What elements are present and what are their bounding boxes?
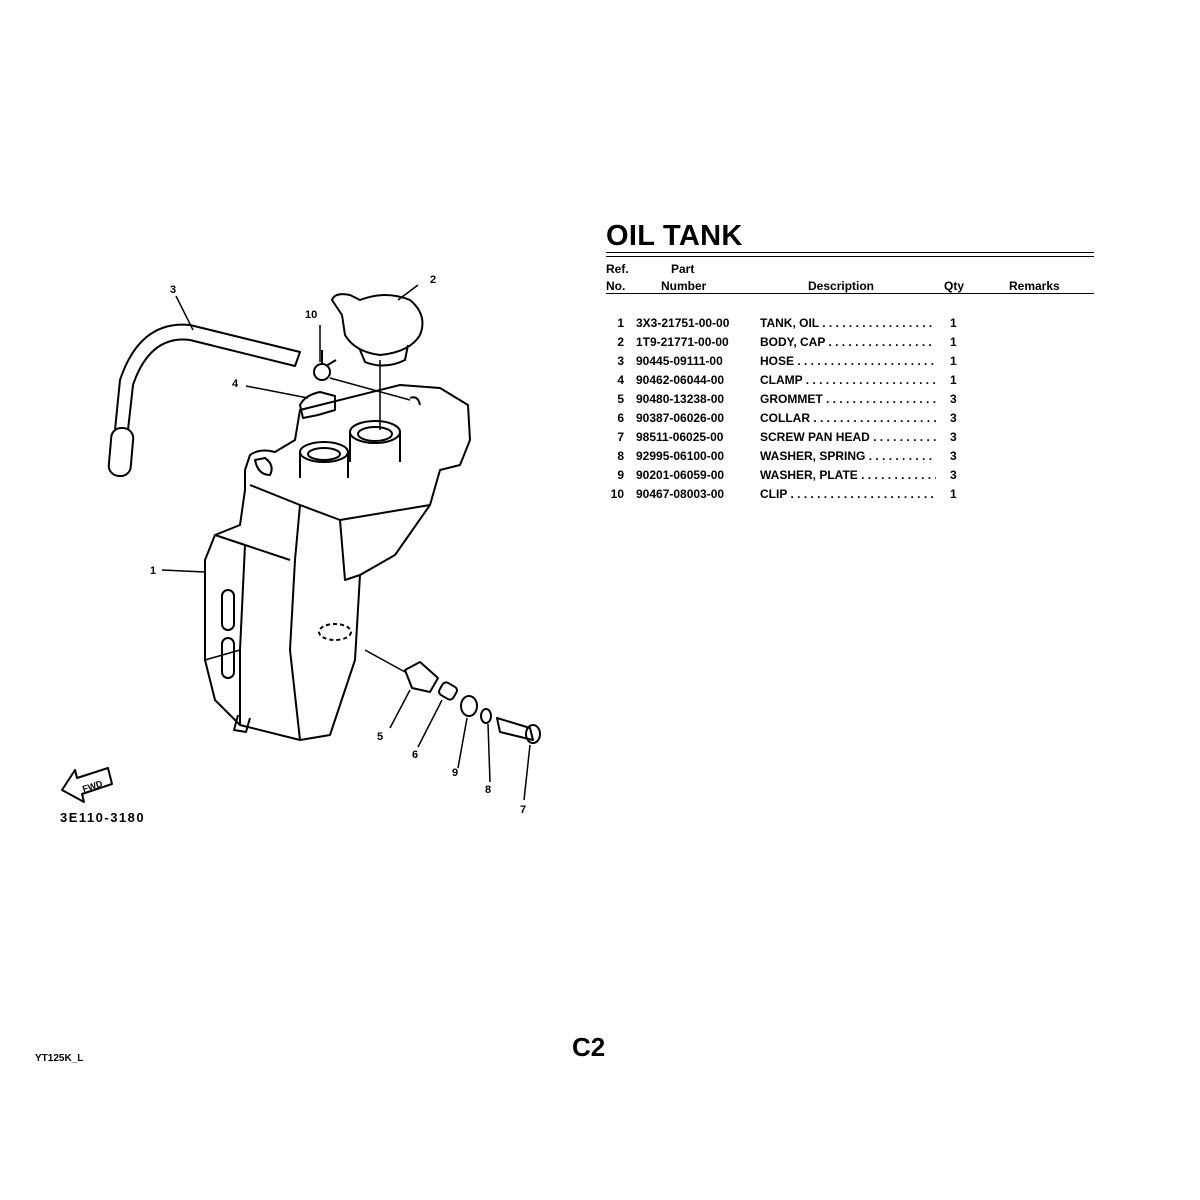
oil-tank-body xyxy=(204,384,471,741)
callout-8: 8 xyxy=(485,784,491,796)
table-row: 8 92995-06100-00 WASHER, SPRING 3 xyxy=(606,449,1094,468)
table-row: 1 3X3-21751-00-00 TANK, OIL 1 xyxy=(606,316,1094,335)
table-row: 6 90387-06026-00 COLLAR 3 xyxy=(606,411,1094,430)
ref-cell: 5 xyxy=(617,392,624,406)
cap-body xyxy=(331,293,424,356)
ref-cell: 7 xyxy=(617,430,624,444)
header-qty: Qty xyxy=(944,279,965,293)
qty-cell: 3 xyxy=(950,392,957,406)
part-number-cell: 90387-06026-00 xyxy=(636,411,725,425)
clip xyxy=(313,363,331,381)
clamp xyxy=(299,391,336,419)
header-ref-line1: Ref. xyxy=(606,262,629,276)
title-double-rule xyxy=(606,252,1094,257)
ref-cell: 10 xyxy=(610,487,624,501)
description-cell: WASHER, PLATE xyxy=(760,468,936,482)
header-rule xyxy=(606,293,1094,294)
oil-tank-exploded-diagram: 1 2 3 4 5 6 7 8 9 10 FWD 3E110-3180 xyxy=(60,274,541,825)
ref-cell: 1 xyxy=(617,316,624,330)
qty-cell: 1 xyxy=(950,373,957,387)
description-cell: SCREW PAN HEAD xyxy=(760,430,936,444)
part-number-cell: 90445-09111-00 xyxy=(636,354,723,368)
description-cell: WASHER, SPRING xyxy=(760,449,936,463)
ref-cell: 6 xyxy=(617,411,624,425)
callout-6: 6 xyxy=(412,749,418,761)
description-cell: BODY, CAP xyxy=(760,335,936,349)
ref-cell: 3 xyxy=(617,354,624,368)
ref-cell: 4 xyxy=(617,373,624,387)
qty-cell: 1 xyxy=(950,487,957,501)
hose xyxy=(114,323,301,431)
qty-cell: 1 xyxy=(950,335,957,349)
part-number-cell: 1T9-21771-00-00 xyxy=(636,335,729,349)
header-remarks: Remarks xyxy=(1009,279,1060,293)
part-number-cell: 98511-06025-00 xyxy=(636,430,724,444)
spring-washer xyxy=(480,708,492,724)
header-part-line1: Part xyxy=(671,262,695,276)
header-description: Description xyxy=(808,279,875,293)
ref-cell: 9 xyxy=(617,468,624,482)
pan-head-screw xyxy=(496,717,534,741)
qty-cell: 3 xyxy=(950,449,957,463)
part-number-cell: 90467-08003-00 xyxy=(636,487,725,501)
table-row: 4 90462-06044-00 CLAMP 1 xyxy=(606,373,1094,392)
qty-cell: 3 xyxy=(950,430,957,444)
model-code: YT125K_L xyxy=(35,1053,84,1064)
callout-5: 5 xyxy=(377,731,383,743)
callout-2: 2 xyxy=(430,274,436,286)
header-ref-line2: No. xyxy=(606,279,626,293)
callout-3: 3 xyxy=(170,284,176,296)
description-cell: CLAMP xyxy=(760,373,936,387)
fwd-label: FWD xyxy=(81,778,104,794)
table-row: 9 90201-06059-00 WASHER, PLATE 3 xyxy=(606,468,1094,487)
ref-cell: 8 xyxy=(617,449,624,463)
qty-cell: 1 xyxy=(950,354,957,368)
description-cell: GROMMET xyxy=(760,392,936,406)
part-number-cell: 90480-13238-00 xyxy=(636,392,725,406)
header-part-line2: Number xyxy=(661,279,707,293)
fwd-arrow-icon xyxy=(61,767,113,803)
qty-cell: 1 xyxy=(950,316,957,330)
table-row: 10 90467-08003-00 CLIP 1 xyxy=(606,487,1094,506)
drawing-code: 3E110-3180 xyxy=(60,810,145,825)
qty-cell: 3 xyxy=(950,468,957,482)
table-row: 3 90445-09111-00 HOSE 1 xyxy=(606,354,1094,373)
ref-cell: 2 xyxy=(617,335,624,349)
table-row: 5 90480-13238-00 GROMMET 3 xyxy=(606,392,1094,411)
callout-1: 1 xyxy=(150,565,156,577)
description-cell: CLIP xyxy=(760,487,936,501)
callout-4: 4 xyxy=(232,378,239,390)
collar xyxy=(438,681,458,701)
plate-washer xyxy=(460,695,478,717)
part-number-cell: 92995-06100-00 xyxy=(636,449,725,463)
part-number-cell: 90462-06044-00 xyxy=(636,373,725,387)
callout-9: 9 xyxy=(452,767,458,779)
callout-10: 10 xyxy=(305,309,317,321)
part-number-cell: 90201-06059-00 xyxy=(636,468,725,482)
qty-cell: 3 xyxy=(950,411,957,425)
page-title: OIL TANK xyxy=(606,220,743,252)
page-number: C2 xyxy=(572,1032,606,1062)
description-cell: COLLAR xyxy=(760,411,936,425)
table-row: 7 98511-06025-00 SCREW PAN HEAD 3 xyxy=(606,430,1094,449)
description-cell: HOSE xyxy=(760,354,936,368)
table-row: 2 1T9-21771-00-00 BODY, CAP 1 xyxy=(606,335,1094,354)
grommet xyxy=(404,661,439,693)
callout-7: 7 xyxy=(520,804,526,816)
description-cell: TANK, OIL xyxy=(760,316,936,330)
part-number-cell: 3X3-21751-00-00 xyxy=(636,316,730,330)
